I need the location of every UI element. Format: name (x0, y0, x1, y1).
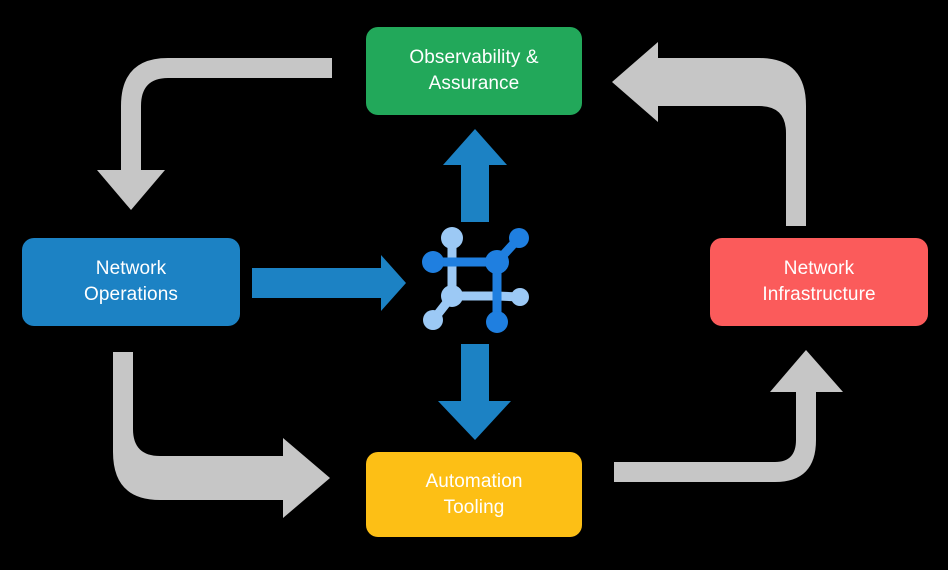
network-topology-icon (422, 227, 529, 333)
arrow-infrastructure-to-observability (612, 42, 806, 226)
box-infrastructure-label: Network Infrastructure (762, 258, 876, 305)
arrow-center-to-automation (438, 344, 511, 440)
arrow-operations-to-center (252, 255, 406, 311)
box-network-infrastructure[interactable]: Network Infrastructure (710, 238, 928, 326)
arrow-operations-to-automation (113, 352, 330, 518)
box-automation-tooling[interactable]: Automation Tooling (366, 452, 582, 537)
box-network-operations[interactable]: Network Operations (22, 238, 240, 326)
arrow-automation-to-infrastructure (614, 350, 843, 482)
box-observability-assurance[interactable]: Observability & Assurance (366, 27, 582, 115)
box-observability-label: Observability & Assurance (409, 47, 539, 94)
arrow-center-to-observability (443, 129, 507, 222)
arrow-observability-to-operations (97, 58, 332, 210)
box-operations-label: Network Operations (84, 258, 178, 305)
box-automation-label: Automation Tooling (425, 470, 523, 518)
